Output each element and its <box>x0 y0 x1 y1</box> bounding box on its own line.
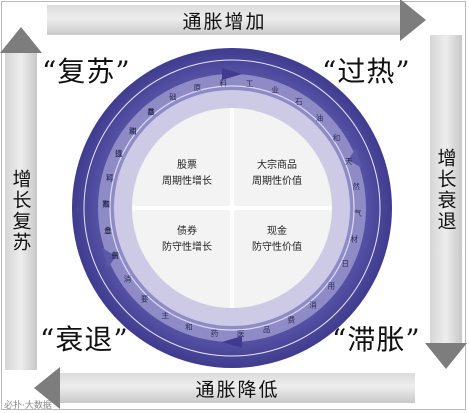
arrowhead-down-icon <box>425 343 467 369</box>
ring-label-char: 日 <box>341 259 349 268</box>
arrowhead-right-icon <box>400 0 426 41</box>
inflation-down-label: 通胀降低 <box>195 378 280 401</box>
ring-label-char: 费 <box>147 107 155 117</box>
quadrant-bl-line2: 防守性增长 <box>162 240 212 253</box>
ring-label-char: 药 <box>211 328 219 338</box>
phase-recovery: “复苏” <box>42 55 131 88</box>
ring-label-char: 费 <box>111 250 119 260</box>
ring-label-char: 消 <box>309 300 317 310</box>
arrowhead-up-icon <box>0 27 42 53</box>
ring-label-char: 消 <box>129 125 137 135</box>
ring-label-char: 石 <box>295 97 303 106</box>
ring-label-char: 然 <box>352 181 360 191</box>
ring-arrow-top-icon <box>222 68 242 80</box>
inflation-up-label: 通胀增加 <box>182 10 267 33</box>
ring-label-char: 和 <box>333 134 341 143</box>
ring-label-char: 消 <box>124 274 132 284</box>
ring-label-char: 材 <box>351 234 359 244</box>
ring-label-char: 油 <box>316 112 324 122</box>
sector-ring-labels: 信息高科技和基础原料工业石油和天然气材日用消费品医药和主要消费金融可选消费 <box>102 77 362 338</box>
ring-arrow-bottom-icon <box>222 336 242 348</box>
ring-label-char: 气 <box>354 207 362 217</box>
ring-arrow-right-icon <box>348 148 362 168</box>
outer-ring-inner-edge <box>83 59 381 357</box>
ring-label-char: 选 <box>115 148 123 158</box>
phase-stagflation: “滞胀” <box>332 323 421 356</box>
ring-label-char: 业 <box>271 85 279 95</box>
phase-recession: “衰退” <box>40 323 129 356</box>
ring-label-char: 品 <box>263 325 271 334</box>
quadrant-tl-line2: 周期性增长 <box>162 174 212 187</box>
ring-label-char: 原 <box>194 83 202 92</box>
ring-label-char: 料 <box>219 77 227 87</box>
ring-label-char: 天 <box>345 157 353 166</box>
ring-label-char: 信 <box>111 250 119 260</box>
ring-label-char: 融 <box>102 199 110 209</box>
ring-label-char: 工 <box>246 79 254 88</box>
inflation-up-band: 通胀增加 <box>47 5 402 35</box>
growth-decline-band: 增长衰退 <box>430 35 462 345</box>
ring-label-char: 可 <box>106 174 114 183</box>
middle-ring-edge <box>109 85 355 331</box>
arrowhead-left-icon <box>34 367 60 409</box>
ring-label-char: 主 <box>161 310 169 320</box>
ring-label-char: 基 <box>147 107 155 117</box>
ring-label-char: 技 <box>115 148 123 158</box>
growth-recovery-band: 增长复苏 <box>5 52 37 370</box>
quadrant-tl-line1: 股票 <box>177 159 197 171</box>
ring-label-char: 金 <box>104 225 112 235</box>
ring-label-char: 用 <box>328 282 336 291</box>
ring-label-char: 科 <box>106 173 114 183</box>
inflation-down-band: 通胀降低 <box>60 373 415 403</box>
ring-label-char: 和 <box>185 322 193 331</box>
quadrant-bl-line1: 债券 <box>177 224 197 237</box>
quadrant-tr-line2: 周期性价值 <box>252 174 302 187</box>
growth-recovery-label: 增长复苏 <box>9 169 32 253</box>
quadrant-br-line2: 防守性价值 <box>252 240 302 253</box>
ring-label-char: 础 <box>169 92 177 102</box>
ring-label-char: 和 <box>129 126 137 135</box>
ring-label-char: 息 <box>104 225 112 235</box>
phase-overheat: “过热” <box>322 55 411 88</box>
quadrant-br-line1: 现金 <box>267 224 287 237</box>
ring-label-char: 医 <box>237 330 245 339</box>
watermark: 必扑·大数据 <box>4 401 52 411</box>
ring-arrow-left-icon <box>102 248 116 268</box>
growth-decline-label: 增长衰退 <box>434 148 457 232</box>
ring-label-char: 高 <box>102 199 110 209</box>
ring-label-char: 要 <box>141 295 149 304</box>
quadrant-tr-line1: 大宗商品 <box>257 158 297 171</box>
ring-label-char: 费 <box>287 314 295 324</box>
